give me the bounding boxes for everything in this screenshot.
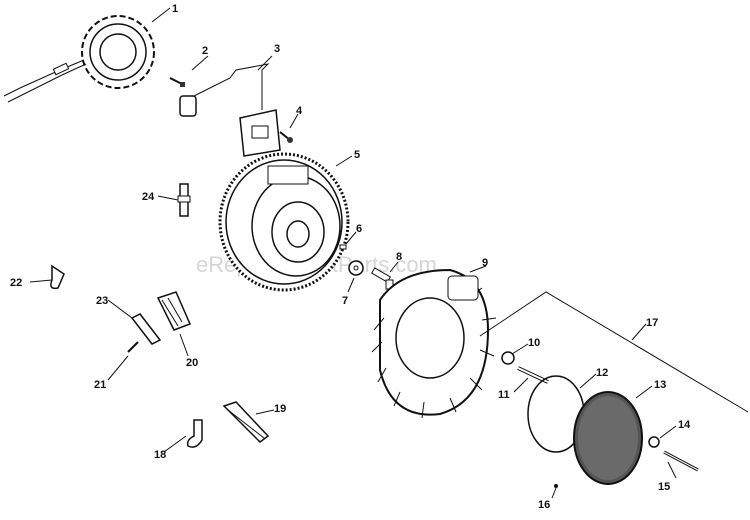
bracket-part-23 <box>130 313 162 345</box>
washer-part-14 <box>648 436 660 448</box>
callout-19: 19 <box>274 403 286 415</box>
callout-21: 21 <box>94 379 106 391</box>
ignition-module-part <box>179 63 281 157</box>
screw-part-15 <box>663 450 699 472</box>
screw-part-2 <box>169 77 185 87</box>
callout-20: 20 <box>186 357 198 369</box>
stator-part <box>3 15 155 103</box>
callout-15: 15 <box>658 481 670 493</box>
callout-7: 7 <box>342 295 348 307</box>
callout-6: 6 <box>356 223 362 235</box>
callout-1: 1 <box>172 3 178 15</box>
callout-9: 9 <box>482 257 488 269</box>
rectifier-part <box>156 291 192 331</box>
callout-24: 24 <box>142 191 155 203</box>
callout-3: 3 <box>274 43 280 55</box>
callout-16: 16 <box>538 499 550 511</box>
callout-18: 18 <box>154 449 166 461</box>
callout-13: 13 <box>654 379 666 391</box>
screw-part-4 <box>279 131 293 143</box>
callout-10: 10 <box>528 337 540 349</box>
callout-11: 11 <box>498 389 510 401</box>
clip-part-18 <box>186 419 203 448</box>
spark-plug-part <box>177 183 191 217</box>
callout-8: 8 <box>396 251 402 263</box>
fan-part <box>371 268 497 419</box>
harness-part-19 <box>222 401 270 443</box>
callout-23: 23 <box>96 295 108 307</box>
flywheel-part <box>218 152 350 292</box>
callout-17: 17 <box>646 317 658 329</box>
callout-22: 22 <box>10 277 22 289</box>
washer-part-10 <box>501 351 515 365</box>
callout-labels: 1 2 3 4 5 6 7 8 9 10 11 12 13 14 15 16 1… <box>10 3 691 511</box>
callout-14: 14 <box>678 419 691 431</box>
screw-part-21 <box>127 341 139 353</box>
key-part <box>339 244 347 250</box>
screen-part <box>573 391 643 485</box>
callout-4: 4 <box>296 105 303 117</box>
dot-part-16 <box>554 484 558 488</box>
kit-bracket <box>479 291 749 413</box>
callout-5: 5 <box>354 149 360 161</box>
leader-lines <box>29 7 677 499</box>
clip-part-22 <box>50 264 65 290</box>
washer-part-7 <box>348 260 364 276</box>
callout-2: 2 <box>202 45 208 57</box>
callout-12: 12 <box>596 367 608 379</box>
